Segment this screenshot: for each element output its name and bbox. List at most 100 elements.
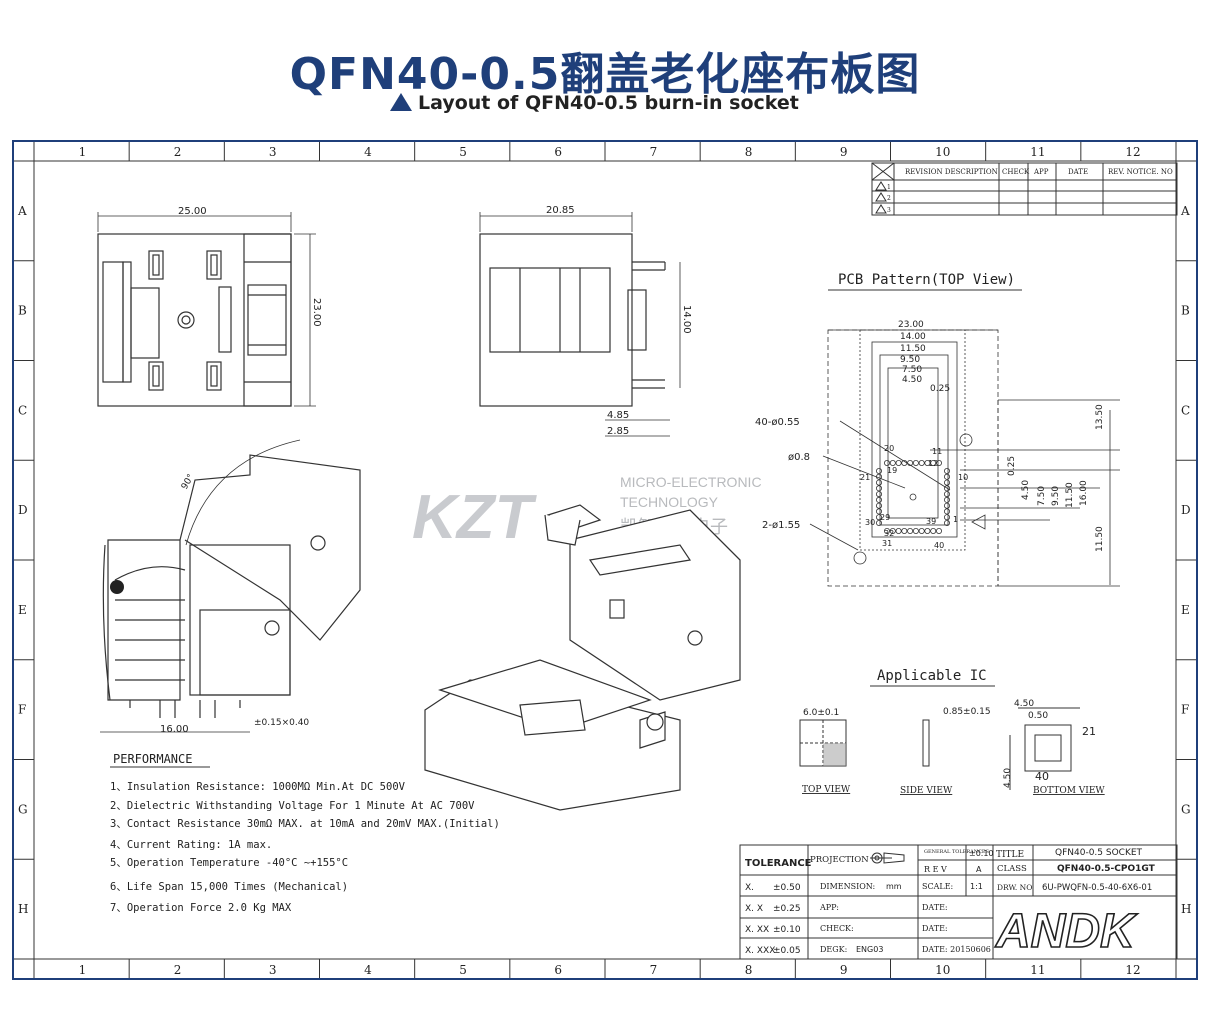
performance-item-1: 1、Insulation Resistance: 1000MΩ Min.At D…: [110, 781, 406, 793]
tb-title-label: TITLE: [996, 850, 1024, 860]
pin-31: 31: [882, 539, 892, 548]
grid-row-label: C: [18, 403, 27, 417]
rev-header-notice: REV. NOTICE. NO: [1108, 168, 1173, 176]
watermark-line1: MICRO-ELECTRONIC: [620, 474, 762, 490]
grid-row-label: G: [1181, 802, 1191, 816]
pcb-dim-h5: 4.50: [902, 375, 922, 385]
pcb-pad-grid: [876, 459, 951, 535]
grid-row-label: D: [18, 503, 28, 517]
page-title: QFN40-0.5翻盖老化座布板图: [289, 49, 921, 100]
pin-12: 12: [928, 459, 938, 468]
ic-bottom-w: 4.50: [1014, 699, 1034, 709]
tb-date-2: DATE:: [922, 924, 948, 933]
grid-col-label: 1: [79, 963, 87, 977]
tb-drw-label: DRW. NO: [997, 883, 1032, 892]
pcb-pad: [895, 528, 902, 535]
ic-label-top: TOP VIEW: [802, 785, 851, 795]
grid-col-label: 6: [554, 963, 562, 977]
pcb-callout-center: ø0.8: [788, 452, 810, 463]
lock-pin-icon: [110, 580, 124, 594]
performance-item-5: 5、Operation Temperature -40°C ~+155°C: [110, 857, 348, 869]
grid-col-label: 3: [269, 145, 277, 159]
grid-row-label: G: [18, 802, 28, 816]
rev-header-date: DATE: [1068, 168, 1088, 176]
top-height-dim: 23.00: [311, 298, 322, 327]
grid-row-label: H: [1181, 902, 1191, 916]
pin-40: 40: [934, 541, 944, 550]
rev-row-1: 1: [887, 184, 891, 191]
pcb-pad: [918, 528, 925, 535]
applicable-ic-title: Applicable IC: [877, 668, 987, 684]
grid-row-label: B: [18, 304, 27, 318]
grid-row-label: A: [1180, 204, 1190, 218]
grid-col-label: 7: [650, 145, 658, 159]
grid-col-label: 11: [1030, 145, 1045, 159]
pcb-pad: [944, 520, 951, 527]
andk-logo: ANDK: [995, 905, 1138, 958]
tb-drw-val: 6U-PWQFN-0.5-40-6X6-01: [1042, 883, 1152, 893]
pcb-pad: [901, 459, 908, 466]
tb-tol-3-val: ±0.10: [773, 925, 801, 935]
top-width-dim: 25.00: [178, 206, 207, 217]
pin-21: 21: [860, 473, 870, 482]
ic-pin-40: 40: [1035, 770, 1049, 783]
grid-col-label: 7: [650, 963, 658, 977]
pcb-pad: [924, 528, 931, 535]
tb-title-val: QFN40-0.5 SOCKET: [1055, 848, 1143, 858]
tb-scale: SCALE:: [922, 882, 953, 891]
rev-row-3: 3: [887, 207, 891, 214]
tb-tol-2-val: ±0.25: [773, 904, 801, 914]
pcb-pad: [924, 459, 931, 466]
pcb-pad: [944, 502, 951, 509]
pin-30: 30: [865, 518, 875, 527]
tb-degk: DEGK:: [820, 945, 847, 954]
grid-col-label: 8: [745, 145, 753, 159]
pcb-pad: [907, 459, 914, 466]
pcb-pad: [930, 459, 937, 466]
grid-col-label: 5: [459, 963, 467, 977]
title-block: [739, 844, 1178, 960]
pcb-pattern-title: PCB Pattern(TOP View): [838, 272, 1015, 288]
pcb-pad: [907, 528, 914, 535]
tb-projection: PROJECTION: [810, 855, 869, 865]
rev-header-desc: REVISION DESCRIPTION: [905, 168, 998, 176]
rev-row-2: 2: [887, 195, 891, 202]
ic-pin-21: 21: [1082, 725, 1096, 738]
pcb-pad: [901, 528, 908, 535]
page-subtitle: Layout of QFN40-0.5 burn-in socket: [390, 92, 799, 114]
pin-size-dim: ±0.15×0.40: [254, 718, 309, 728]
pin-span-dim: 16.00: [160, 724, 189, 735]
pcb-callout-pads: 40-ø0.55: [755, 417, 800, 428]
triangle-icon: [390, 93, 412, 111]
pin-10: 10: [958, 473, 968, 482]
performance-title: PERFORMANCE: [113, 752, 192, 766]
pcb-pad: [876, 496, 883, 503]
pcb-dim-v6: 16.00: [1079, 480, 1089, 506]
pcb-pattern: [809, 329, 1120, 587]
pcb-pad: [876, 514, 883, 521]
pcb-pad: [884, 528, 891, 535]
grid-row-label: F: [1181, 703, 1189, 717]
pcb-pad: [944, 485, 951, 492]
pcb-pad: [944, 508, 951, 515]
pin-20: 20: [884, 444, 894, 453]
pcb-pad: [936, 459, 943, 466]
pcb-pad: [936, 528, 943, 535]
grid-col-label: 12: [1125, 145, 1140, 159]
pcb-pad: [876, 485, 883, 492]
pcb-pad: [912, 459, 919, 466]
tb-class-val: QFN40-0.5-CPO1GT: [1057, 864, 1156, 874]
grid-col-label: 2: [174, 963, 182, 977]
pcb-dim-h1: 14.00: [900, 332, 926, 342]
pcb-pad: [912, 528, 919, 535]
tb-tol-4-label: X. XXX: [745, 946, 775, 956]
pcb-pad: [876, 479, 883, 486]
tb-date-1: DATE:: [922, 903, 948, 912]
pin-1: 1: [953, 515, 958, 524]
pin-19: 19: [887, 466, 897, 475]
pcb-pad: [876, 491, 883, 498]
pcb-pad: [876, 520, 883, 527]
performance-item-7: 7、Operation Force 2.0 Kg MAX: [110, 902, 292, 914]
tb-dimension: DIMENSION:: [820, 882, 875, 891]
pcb-dim-v0: 13.50: [1095, 404, 1105, 430]
